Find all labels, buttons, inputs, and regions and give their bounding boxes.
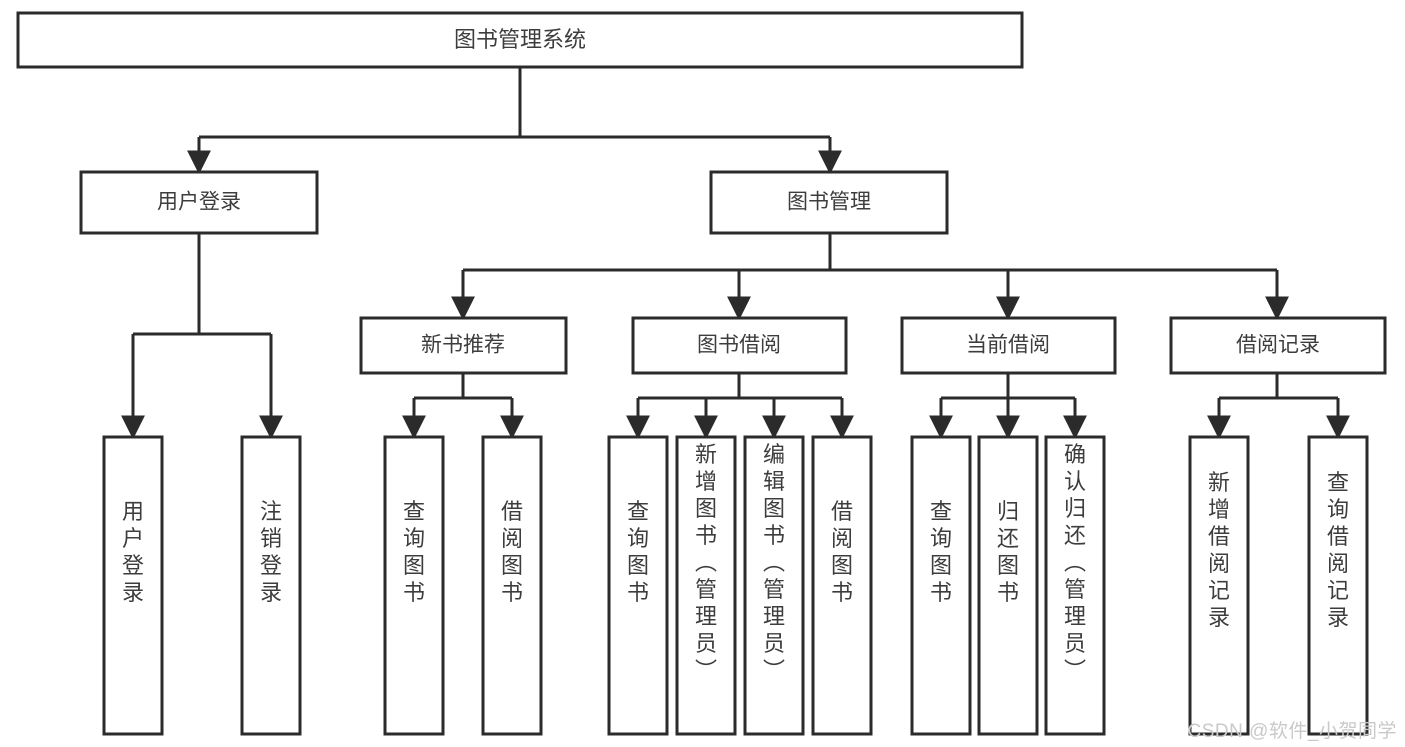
leaf-current-borrow-1-label: 归还图书 bbox=[997, 499, 1019, 605]
leaf-user-login-0-label: 用户登录 bbox=[122, 499, 144, 605]
leaf-new-book-0-label: 查询图书 bbox=[403, 499, 425, 605]
leaf-current-borrow-2[interactable]: 确认归还︵管理员︶ bbox=[1044, 435, 1106, 736]
leaf-current-borrow-2-label: 确认归还︵管理员︶ bbox=[1064, 442, 1086, 683]
leaf-borrow-record-0[interactable]: 新增借阅记录 bbox=[1188, 435, 1250, 736]
node-current-borrow[interactable]: 当前借阅 bbox=[900, 316, 1117, 375]
leaf-user-login-0-box bbox=[102, 435, 164, 736]
node-book-manage[interactable]: 图书管理 bbox=[709, 170, 949, 235]
node-current-borrow-box bbox=[900, 316, 1117, 375]
leaf-book-borrow-3[interactable]: 借阅图书 bbox=[811, 435, 873, 736]
leaf-borrow-record-0-label: 新增借阅记录 bbox=[1208, 470, 1230, 630]
leaf-user-login-0[interactable]: 用户登录 bbox=[102, 435, 164, 736]
connector-group-book-manage bbox=[451, 233, 1289, 321]
leaf-borrow-record-1-box bbox=[1307, 435, 1369, 736]
leaf-current-borrow-0-label: 查询图书 bbox=[930, 499, 952, 605]
node-borrow-record-label: 借阅记录 bbox=[1236, 334, 1320, 357]
leaf-borrow-record-0-box bbox=[1188, 435, 1250, 736]
leaf-book-borrow-3-box bbox=[811, 435, 873, 736]
leaf-new-book-1-label: 借阅图书 bbox=[501, 499, 523, 605]
leaf-new-book-0-box bbox=[383, 435, 445, 736]
leaf-book-borrow-2[interactable]: 编辑图书︵管理员︶ bbox=[743, 435, 805, 736]
leaf-book-borrow-3-label: 借阅图书 bbox=[831, 499, 853, 605]
leaf-borrow-record-1-label: 查询借阅记录 bbox=[1327, 470, 1349, 630]
leaf-new-book-1-box bbox=[481, 435, 543, 736]
node-book-borrow-label: 图书借阅 bbox=[697, 334, 781, 357]
leaf-current-borrow-0[interactable]: 查询图书 bbox=[910, 435, 972, 736]
leaf-current-borrow-2-box bbox=[1044, 435, 1106, 736]
node-book-manage-box bbox=[709, 170, 949, 235]
connector-group-borrow-record bbox=[1207, 373, 1350, 440]
node-new-book-recommend[interactable]: 新书推荐 bbox=[359, 316, 568, 375]
leaf-book-borrow-1-box bbox=[675, 435, 737, 736]
leaf-book-borrow-2-label: 编辑图书︵管理员︶ bbox=[763, 442, 785, 683]
connector-group-root bbox=[187, 67, 842, 175]
node-root-system-box bbox=[16, 11, 1024, 69]
node-book-borrow[interactable]: 图书借阅 bbox=[631, 316, 848, 375]
node-user-login[interactable]: 用户登录 bbox=[79, 170, 319, 235]
leaf-new-book-0[interactable]: 查询图书 bbox=[383, 435, 445, 736]
leaf-current-borrow-1[interactable]: 归还图书 bbox=[977, 435, 1039, 736]
connector-group-current-borrow bbox=[929, 373, 1087, 440]
leaf-user-login-1-label: 注销登录 bbox=[260, 499, 282, 605]
leaf-borrow-record-1[interactable]: 查询借阅记录 bbox=[1307, 435, 1369, 736]
leaf-book-borrow-0[interactable]: 查询图书 bbox=[607, 435, 669, 736]
connector-group-book-borrow bbox=[626, 373, 854, 440]
connector-group-user-login bbox=[121, 233, 283, 440]
node-new-book-recommend-label: 新书推荐 bbox=[421, 334, 505, 357]
node-user-login-label: 用户登录 bbox=[157, 191, 241, 214]
leaf-book-borrow-0-box bbox=[607, 435, 669, 736]
node-root-system-label: 图书管理系统 bbox=[454, 27, 586, 52]
node-user-login-box bbox=[79, 170, 319, 235]
node-current-borrow-label: 当前借阅 bbox=[966, 334, 1050, 357]
leaf-book-borrow-2-box bbox=[743, 435, 805, 736]
connector-group-new-book bbox=[402, 373, 524, 440]
leaf-book-borrow-1[interactable]: 新增图书︵管理员︶ bbox=[675, 435, 737, 736]
node-book-manage-label: 图书管理 bbox=[787, 191, 871, 214]
leaf-book-borrow-0-label: 查询图书 bbox=[627, 499, 649, 605]
node-new-book-recommend-box bbox=[359, 316, 568, 375]
leaf-current-borrow-0-box bbox=[910, 435, 972, 736]
node-root-system[interactable]: 图书管理系统 bbox=[16, 11, 1024, 69]
leaf-book-borrow-1-label: 新增图书︵管理员︶ bbox=[695, 442, 717, 683]
leaf-current-borrow-1-box bbox=[977, 435, 1039, 736]
node-borrow-record[interactable]: 借阅记录 bbox=[1169, 316, 1387, 375]
leaf-user-login-1[interactable]: 注销登录 bbox=[240, 435, 302, 736]
node-borrow-record-box bbox=[1169, 316, 1387, 375]
node-book-borrow-box bbox=[631, 316, 848, 375]
leaf-user-login-1-box bbox=[240, 435, 302, 736]
leaf-new-book-1[interactable]: 借阅图书 bbox=[481, 435, 543, 736]
